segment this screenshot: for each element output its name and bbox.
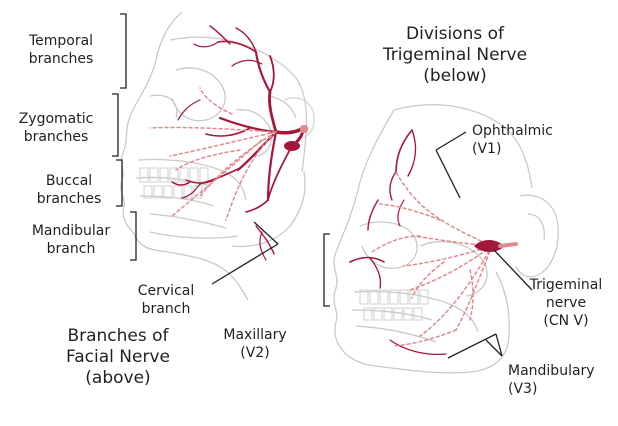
trigeminal-title: Divisions of Trigeminal Nerve (below)	[380, 24, 530, 87]
mandibular-branch-label: Mandibular branch	[20, 222, 122, 258]
zygomatic-branches-label: Zygomatic branches	[6, 110, 106, 146]
buccal-branches-label: Buccal branches	[28, 172, 110, 208]
trigeminal-teeth	[360, 290, 428, 320]
trigeminal-nerve-label: Trigeminal nerve (CN V)	[524, 276, 608, 330]
cervical-branch-label: Cervical branch	[122, 282, 210, 318]
maxillary-label: Maxillary (V2)	[214, 326, 296, 362]
facial-dotted-branches	[150, 88, 276, 220]
mandibulary-label: Mandibulary (V3)	[508, 362, 608, 398]
temporal-branches-label: Temporal branches	[18, 32, 104, 68]
facial-brackets	[112, 14, 278, 284]
facial-head-outline	[121, 12, 307, 300]
ophthalmic-label: Ophthalmic (V1)	[472, 122, 582, 158]
facial-nerve-title: Branches of Facial Nerve (above)	[58, 326, 178, 389]
facial-nerve-branches	[172, 26, 304, 260]
